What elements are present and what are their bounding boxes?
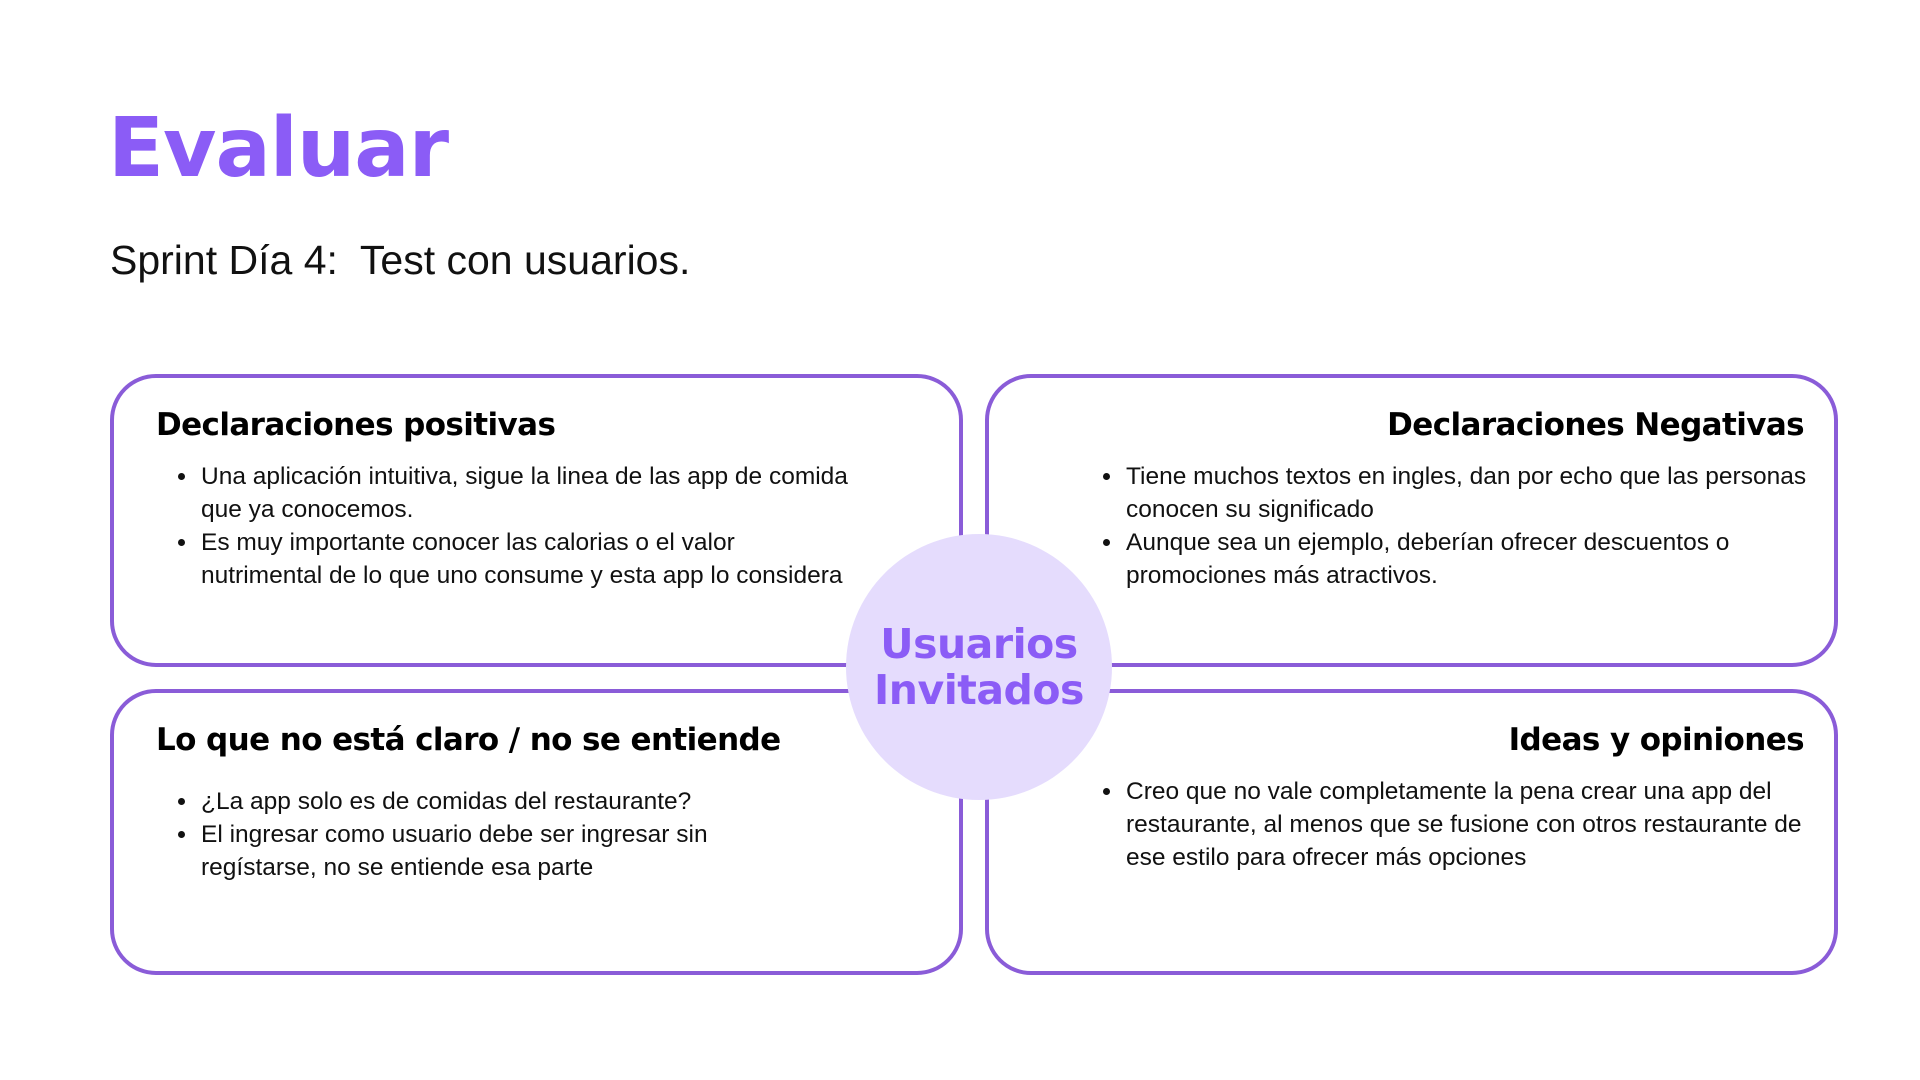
list-item: Una aplicación intuitiva, sigue la linea… — [199, 460, 859, 526]
list-item: Aunque sea un ejemplo, deberían ofrecer … — [1124, 526, 1824, 592]
page-subtitle: Sprint Día 4: Test con usuarios. — [110, 237, 691, 283]
card-positive-statements: Declaraciones positivas Una aplicación i… — [110, 374, 963, 667]
center-circle: Usuarios Invitados — [846, 534, 1112, 800]
card-heading-positive: Declaraciones positivas — [156, 407, 556, 443]
card-ideas-opinions: Ideas y opiniones Creo que no vale compl… — [985, 689, 1838, 975]
list-item: ¿La app solo es de comidas del restauran… — [199, 785, 819, 818]
bullet-list-positive: Una aplicación intuitiva, sigue la linea… — [159, 460, 859, 592]
bullet-list-negative: Tiene muchos textos en ingles, dan por e… — [1084, 460, 1824, 592]
card-unclear: Lo que no está claro / no se entiende ¿L… — [110, 689, 963, 975]
bullet-list-ideas: Creo que no vale completamente la pena c… — [1084, 775, 1824, 874]
page-title: Evaluar — [108, 101, 449, 196]
center-label: Usuarios Invitados — [874, 620, 1084, 714]
bullet-list-unclear: ¿La app solo es de comidas del restauran… — [159, 785, 819, 884]
list-item: Tiene muchos textos en ingles, dan por e… — [1124, 460, 1824, 526]
card-heading-unclear: Lo que no está claro / no se entiende — [156, 722, 781, 758]
list-item: Es muy importante conocer las calorias o… — [199, 526, 859, 592]
list-item: El ingresar como usuario debe ser ingres… — [199, 818, 819, 884]
card-heading-ideas: Ideas y opiniones — [1508, 722, 1805, 758]
list-item: Creo que no vale completamente la pena c… — [1124, 775, 1824, 874]
card-heading-negative: Declaraciones Negativas — [1387, 407, 1804, 443]
card-negative-statements: Declaraciones Negativas Tiene muchos tex… — [985, 374, 1838, 667]
